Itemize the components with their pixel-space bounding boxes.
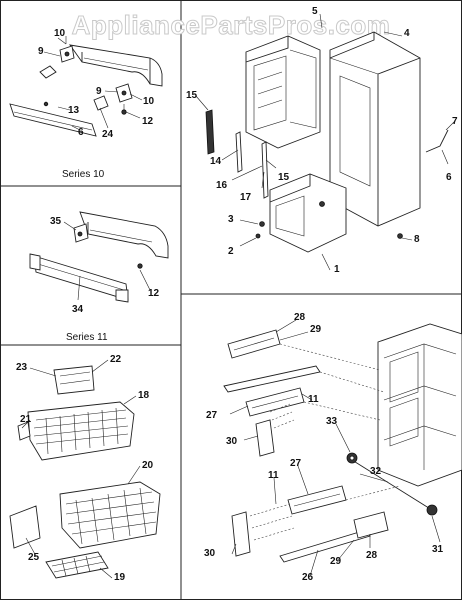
callout-6: 6 bbox=[78, 127, 84, 138]
shelf-rail-right bbox=[261, 141, 269, 199]
fresh-food-liner bbox=[245, 35, 321, 149]
callout-28: 28 bbox=[294, 312, 306, 323]
callout-15: 15 bbox=[278, 172, 290, 183]
callout-31: 31 bbox=[432, 544, 444, 555]
basket-divider bbox=[9, 505, 41, 549]
panel-drawer-slides: 28 29 27 11 30 33 32 31 11 27 30 26 29 2… bbox=[204, 312, 462, 583]
upper-drawer-bracket bbox=[255, 419, 275, 457]
lower-slide-rail bbox=[279, 529, 371, 563]
callout-10: 10 bbox=[143, 96, 155, 107]
freezer-module bbox=[269, 173, 347, 253]
callout-16: 16 bbox=[216, 180, 228, 191]
callout-9: 9 bbox=[38, 46, 44, 57]
callout-25: 25 bbox=[28, 552, 40, 563]
shelf-rail-left bbox=[205, 109, 215, 155]
callout-5: 5 bbox=[312, 6, 318, 17]
series10-front-trim bbox=[9, 103, 97, 137]
lower-drawer-bracket bbox=[231, 511, 251, 557]
callout-21: 21 bbox=[20, 414, 32, 425]
callout-12: 12 bbox=[142, 116, 154, 127]
callout-29: 29 bbox=[310, 324, 322, 335]
panel-series-10: 9 10 13 6 9 10 12 24 Series 10 bbox=[9, 28, 163, 180]
callout-19: 19 bbox=[114, 572, 126, 583]
callout-23: 23 bbox=[16, 362, 28, 373]
callout-2: 2 bbox=[228, 246, 234, 257]
callout-3: 3 bbox=[228, 214, 234, 225]
series11-front-trim bbox=[33, 255, 129, 301]
panel-series-11: 35 12 34 Series 11 bbox=[29, 211, 169, 343]
series10-clip-lower bbox=[93, 95, 109, 111]
axle-rod bbox=[351, 459, 433, 511]
callout-18: 18 bbox=[138, 390, 150, 401]
callout-11: 11 bbox=[308, 394, 319, 405]
axle-end-cap bbox=[426, 504, 438, 516]
callout-9: 9 bbox=[96, 86, 102, 97]
cabinet-lower-view bbox=[377, 323, 462, 487]
upper-slide-rail bbox=[223, 365, 321, 393]
panel-cabinet: 5 4 15 14 16 17 15 3 2 1 8 6 7 bbox=[186, 6, 458, 275]
watermark-text: AppliancePartsPros.com bbox=[72, 10, 391, 40]
callout-7: 7 bbox=[452, 116, 458, 127]
basket-mat bbox=[45, 551, 109, 579]
series10-clip bbox=[39, 65, 57, 79]
callout-35: 35 bbox=[50, 216, 62, 227]
callout-32: 32 bbox=[370, 466, 382, 477]
callout-1: 1 bbox=[334, 264, 340, 275]
basket-clip bbox=[17, 421, 31, 441]
callout-29: 29 bbox=[330, 556, 342, 567]
callout-10: 10 bbox=[54, 28, 66, 39]
callout-27: 27 bbox=[206, 410, 218, 421]
callout-17: 17 bbox=[240, 192, 252, 203]
callout-27: 27 bbox=[290, 458, 302, 469]
callout-30: 30 bbox=[226, 436, 238, 447]
series11-rail-drawing bbox=[79, 211, 169, 259]
lower-slide-bracket bbox=[353, 511, 389, 539]
callout-14: 14 bbox=[210, 156, 222, 167]
callout-15: 15 bbox=[186, 90, 198, 101]
callout-6: 6 bbox=[446, 172, 452, 183]
shelf-rail-center bbox=[235, 131, 243, 173]
callout-26: 26 bbox=[302, 572, 314, 583]
callout-34: 34 bbox=[72, 304, 84, 315]
series10-rail-drawing bbox=[69, 44, 163, 87]
panel-baskets: 23 22 18 21 20 25 19 bbox=[9, 354, 161, 583]
callout-28: 28 bbox=[366, 550, 378, 561]
callout-11: 11 bbox=[268, 470, 279, 481]
series-10-label: Series 10 bbox=[62, 169, 105, 180]
lower-basket bbox=[59, 481, 161, 549]
callout-13: 13 bbox=[68, 105, 80, 116]
callout-33: 33 bbox=[326, 416, 338, 427]
callout-24: 24 bbox=[102, 129, 114, 140]
drain-tube bbox=[425, 129, 449, 153]
series-11-label: Series 11 bbox=[66, 332, 108, 343]
callout-22: 22 bbox=[110, 354, 122, 365]
callout-12: 12 bbox=[148, 288, 160, 299]
callout-4: 4 bbox=[404, 28, 410, 39]
callout-8: 8 bbox=[414, 234, 420, 245]
callout-30: 30 bbox=[204, 548, 216, 559]
callout-20: 20 bbox=[142, 460, 154, 471]
